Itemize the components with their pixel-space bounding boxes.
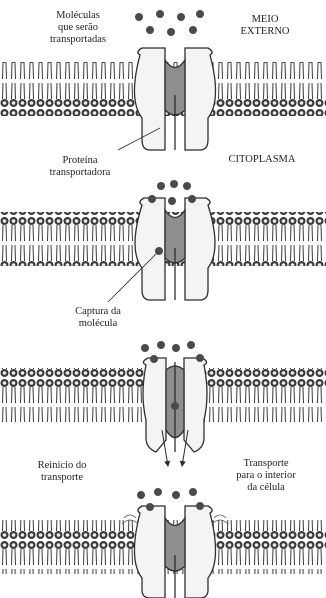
molecule <box>148 195 156 203</box>
transported-molecule <box>171 402 179 410</box>
molecule <box>167 28 175 36</box>
molecule <box>196 354 204 362</box>
molecules-group <box>135 10 204 36</box>
label-restart-2: transporte <box>41 472 83 483</box>
label-inside-3: da célula <box>247 482 285 493</box>
molecule <box>168 197 176 205</box>
molecule <box>157 341 165 349</box>
molecule <box>189 488 197 496</box>
molecule <box>196 10 204 18</box>
molecule <box>137 491 145 499</box>
label-molecules-1: Moléculas <box>56 10 100 21</box>
molecule <box>188 195 196 203</box>
molecule <box>183 182 191 190</box>
stage-3: Reinício do transporte Transporte para o… <box>0 341 326 493</box>
label-outside-2: EXTERNO <box>241 26 290 37</box>
label-molecules-3: transportadas <box>50 34 106 45</box>
label-protein-1: Proteína <box>63 155 98 166</box>
label-inside-1: Transporte <box>243 458 288 469</box>
label-outside-1: MEIO <box>252 14 279 25</box>
molecule <box>172 344 180 352</box>
molecule <box>177 13 185 21</box>
molecule <box>146 26 154 34</box>
stage-1: Moléculas que serão transportadas MEIO E… <box>0 10 326 178</box>
label-protein-2: transportadora <box>50 167 111 178</box>
molecule <box>157 182 165 190</box>
molecule <box>141 344 149 352</box>
label-restart-1: Reinício do <box>38 460 87 471</box>
molecule <box>187 341 195 349</box>
stage-4 <box>0 488 326 598</box>
label-molecules-2: que serão <box>58 22 98 33</box>
molecule <box>156 10 164 18</box>
stage-2: Captura da molécula <box>0 180 326 329</box>
label-capture-2: molécula <box>79 318 118 329</box>
molecule <box>170 180 178 188</box>
molecule <box>189 26 197 34</box>
label-inside-2: para o interior <box>236 470 296 481</box>
molecule <box>172 491 180 499</box>
molecule <box>196 502 204 510</box>
molecule <box>146 503 154 511</box>
transport-protein <box>134 506 215 598</box>
molecule <box>150 355 158 363</box>
label-capture-1: Captura da <box>75 306 121 317</box>
label-cytoplasm: CITOPLASMA <box>229 154 296 165</box>
molecule <box>154 488 162 496</box>
molecule <box>135 13 143 21</box>
